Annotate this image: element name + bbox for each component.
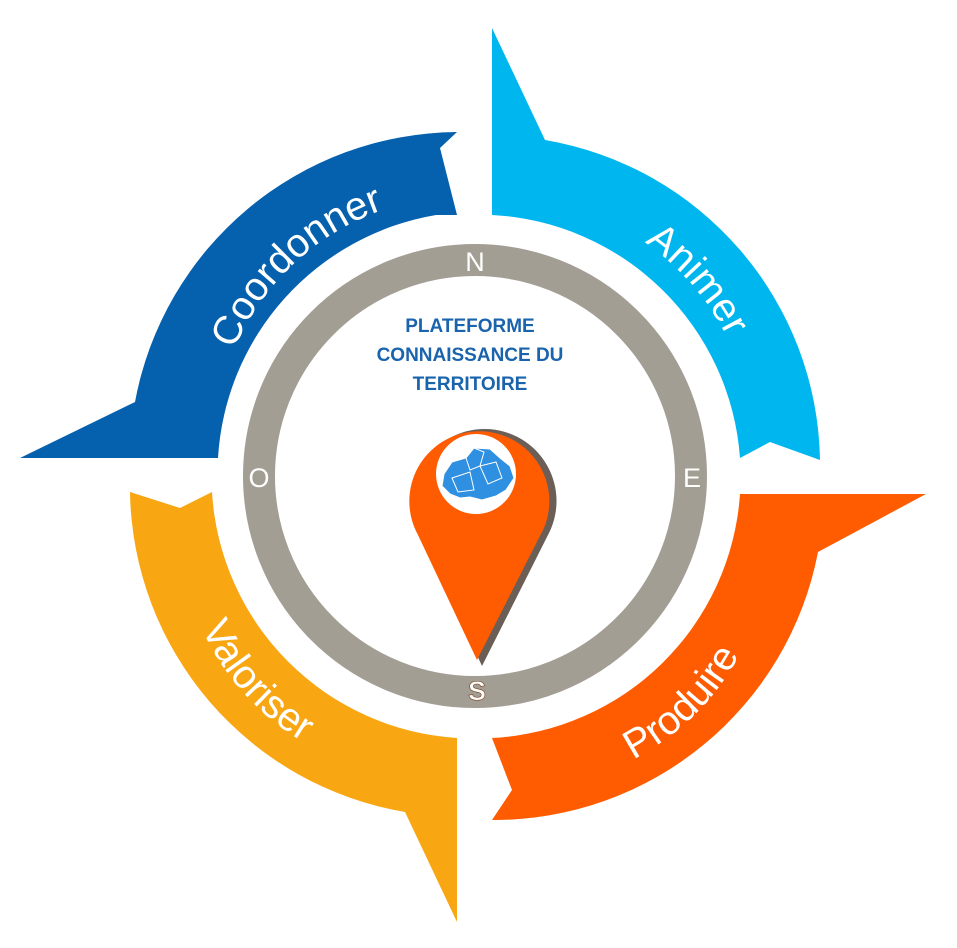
arm-produire: Produire — [492, 494, 926, 821]
title-line-2: CONNAISSANCE DU — [377, 345, 564, 366]
arm-animer-shape — [492, 28, 820, 460]
compass-ring — [243, 244, 707, 708]
direction-west: O — [248, 463, 269, 493]
title-line-1: PLATEFORME — [405, 316, 534, 337]
direction-north: N — [465, 247, 485, 277]
title-line-3: TERRITOIRE — [413, 374, 528, 395]
arm-coordonner: Coordonner — [20, 132, 457, 458]
arm-valoriser: Valoriser — [130, 492, 457, 922]
arm-produire-shape — [492, 494, 926, 821]
direction-south: S — [468, 676, 486, 706]
map-pin-icon — [409, 428, 557, 666]
arm-animer: Animer — [492, 28, 820, 460]
arm-coordonner-shape — [20, 132, 457, 458]
region-map-icon — [441, 447, 515, 501]
direction-east: E — [683, 463, 701, 493]
arm-valoriser-shape — [130, 492, 457, 922]
